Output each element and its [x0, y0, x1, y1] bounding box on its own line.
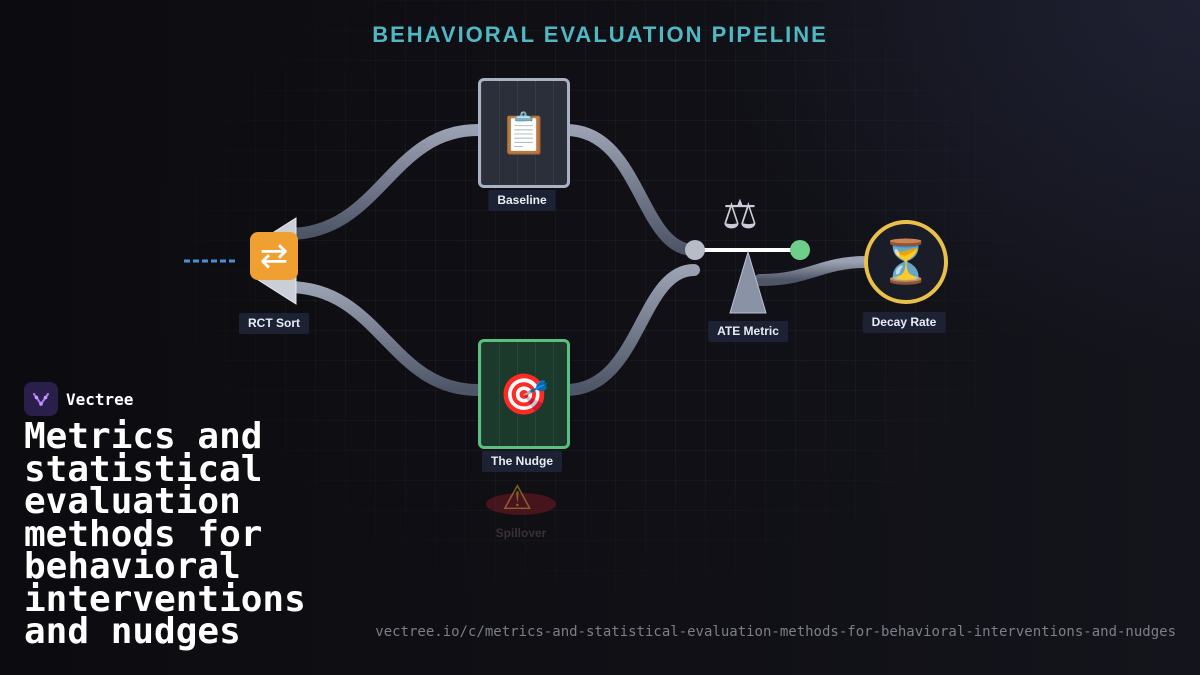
- spillover-label: Spillover: [495, 526, 547, 540]
- pipe-baseline-to-ate: [560, 124, 700, 256]
- ate-scale-right-dot: [790, 240, 810, 260]
- ate-metric-label: ATE Metric: [708, 321, 788, 342]
- vectree-logo-icon: [24, 382, 58, 416]
- ate-scale-fulcrum: [729, 250, 767, 314]
- warning-icon: ⚠: [502, 478, 533, 518]
- nudge-label: The Nudge: [482, 451, 562, 472]
- decay-rate-node[interactable]: ⏳: [864, 220, 948, 304]
- hourglass-icon: ⏳: [879, 237, 933, 286]
- page-headline: Metrics and statistical evaluation metho…: [24, 416, 306, 652]
- balance-scale-icon: ⚖: [722, 192, 758, 238]
- baseline-label: Baseline: [488, 190, 556, 211]
- clipboard-icon: 📋: [499, 110, 549, 157]
- pipe-rct-to-nudge: [282, 281, 484, 396]
- brand-name: Vectree: [66, 389, 134, 409]
- pipe-ate-to-decay: [754, 256, 872, 286]
- pipe-rct-to-baseline: [282, 124, 484, 240]
- shuffle-icon: ⇄: [250, 232, 298, 280]
- rct-sort-label: RCT Sort: [239, 313, 309, 334]
- ate-scale-left-dot: [685, 240, 705, 260]
- page-url[interactable]: vectree.io/c/metrics-and-statistical-eva…: [375, 624, 1176, 640]
- diagram-title: BEHAVIORAL EVALUATION PIPELINE: [372, 22, 828, 47]
- baseline-node[interactable]: 📋: [478, 78, 570, 188]
- brand: Vectree: [24, 382, 133, 416]
- pipe-nudge-to-ate: [560, 264, 700, 396]
- nudge-node[interactable]: 🎯: [478, 339, 570, 449]
- decay-rate-label: Decay Rate: [862, 312, 946, 333]
- target-icon: 🎯: [499, 371, 549, 418]
- spillover-glow: [486, 493, 556, 515]
